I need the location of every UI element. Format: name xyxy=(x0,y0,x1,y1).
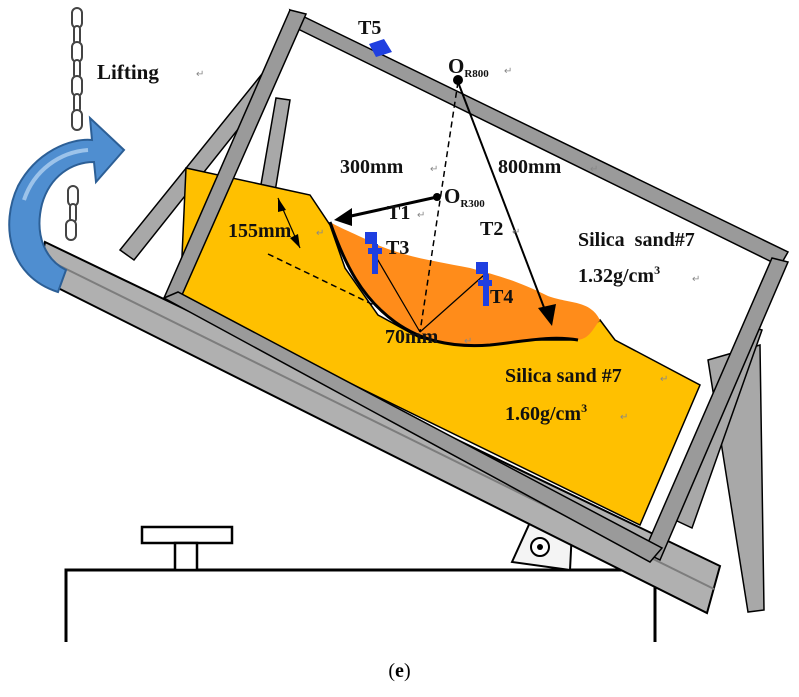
para-mark: ↵ xyxy=(316,228,324,239)
para-mark: ↵ xyxy=(512,227,520,238)
upper-sand-name: Silica sand#7 xyxy=(578,229,695,251)
lifting-arrow-icon xyxy=(8,115,126,294)
para-mark: ↵ xyxy=(196,69,204,80)
figure-caption: (e) xyxy=(388,660,411,682)
t3-label: T3 xyxy=(386,237,409,259)
para-mark: ↵ xyxy=(620,412,628,423)
dimension-155mm: 155mm xyxy=(228,220,292,242)
t2-label: T2 xyxy=(480,218,503,240)
box-frame xyxy=(162,8,790,563)
para-mark: ↵ xyxy=(464,336,472,347)
para-mark: ↵ xyxy=(504,66,512,77)
dimension-800mm: 800mm xyxy=(498,156,562,178)
upper-sand-density: 1.32g/cm3 xyxy=(578,263,660,287)
dimension-70mm: 70mm xyxy=(385,326,439,348)
para-mark: ↵ xyxy=(417,210,425,221)
lower-sand-density: 1.60g/cm3 xyxy=(505,401,587,425)
para-mark: ↵ xyxy=(692,274,700,285)
geometry-lines xyxy=(267,75,556,333)
sensor-t4 xyxy=(476,262,492,306)
lifting-chain xyxy=(65,7,83,241)
o-r800-label: OR800 xyxy=(448,54,489,80)
loose-sand-mass xyxy=(330,222,600,346)
t4-label: T4 xyxy=(490,286,513,308)
t5-label: T5 xyxy=(358,17,381,39)
sensor-t3 xyxy=(365,232,382,274)
para-mark: ↵ xyxy=(660,374,668,385)
dimension-300mm: 300mm xyxy=(340,156,404,178)
o-r300-label: OR300 xyxy=(444,184,485,210)
slip-surface xyxy=(328,221,579,348)
para-mark: ↵ xyxy=(430,164,438,175)
lifting-label: Lifting xyxy=(97,60,159,84)
base-platform xyxy=(64,525,657,642)
t1-label: T1 xyxy=(387,202,410,224)
lower-sand-name: Silica sand #7 xyxy=(505,365,622,387)
sensor-t5 xyxy=(369,39,392,57)
para-mark: ↵ xyxy=(590,164,598,175)
caption-letter: e xyxy=(395,660,404,682)
